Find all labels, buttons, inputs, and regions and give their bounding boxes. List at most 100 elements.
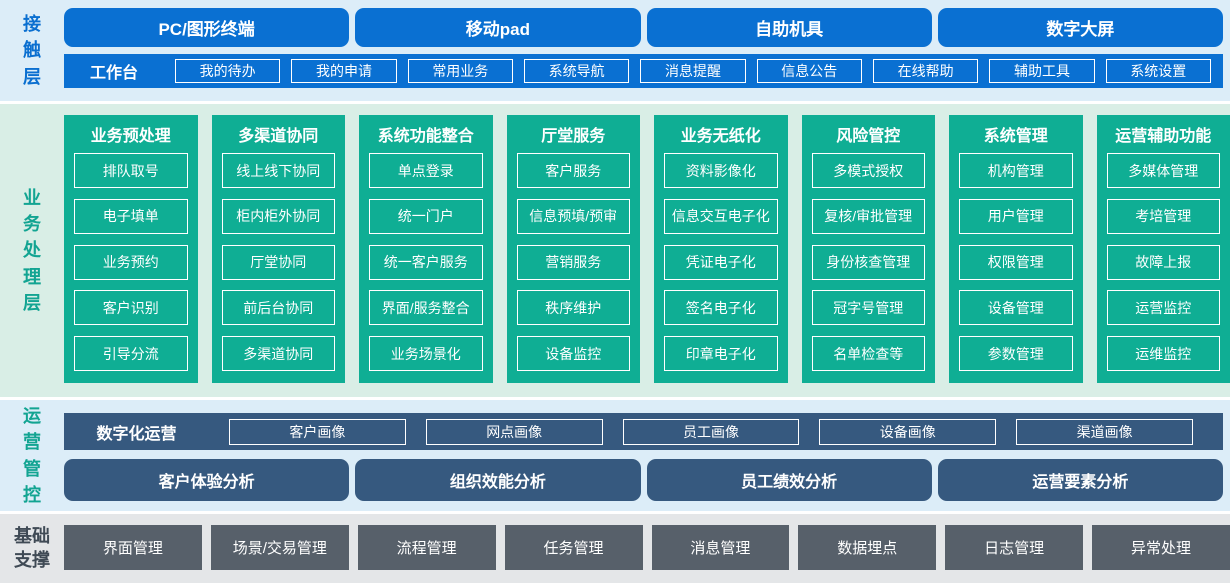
workbench-item-common-business: 常用业务 xyxy=(407,59,513,83)
business-item: 信息交互电子化 xyxy=(664,198,778,234)
foundation-process-management: 流程管理 xyxy=(357,525,496,570)
foundation-layer-label: 基础支撑 xyxy=(14,526,50,570)
column-title: 业务无纸化 xyxy=(680,128,761,145)
channel-self-service: 自助机具 xyxy=(646,8,932,47)
column-multichannel-collab: 多渠道协同 线上线下协同 柜内柜外协同 厅堂协同 前后台协同 多渠道协同 xyxy=(211,115,345,383)
business-item: 引导分流 xyxy=(74,336,188,371)
foundation-message-management: 消息管理 xyxy=(651,525,790,570)
business-item: 多渠道协同 xyxy=(221,336,335,371)
business-item: 界面/服务整合 xyxy=(369,290,483,326)
business-item: 设备管理 xyxy=(959,290,1073,326)
workbench-label: 工作台 xyxy=(89,65,138,82)
column-title: 厅堂服务 xyxy=(541,128,606,145)
foundation-ui-management: 界面管理 xyxy=(64,525,202,570)
analysis-org-efficiency: 组织效能分析 xyxy=(355,459,641,501)
workbench-item-applications: 我的申请 xyxy=(291,59,397,83)
business-layer-label-area: 业务处理层 xyxy=(0,104,64,397)
column-title: 系统管理 xyxy=(983,128,1048,145)
workbench-bar: 工作台 我的待办 我的申请 常用业务 系统导航 消息提醒 信息公告 在线帮助 辅… xyxy=(64,54,1223,88)
business-item: 凭证电子化 xyxy=(664,244,778,280)
channels-row: PC/图形终端 移动pad 自助机具 数字大屏 xyxy=(64,8,1223,47)
business-item: 机构管理 xyxy=(959,153,1073,188)
workbench-item-todo: 我的待办 xyxy=(175,59,281,83)
column-system-integration: 系统功能整合 单点登录 统一门户 统一客户服务 界面/服务整合 业务场景化 xyxy=(359,115,493,383)
business-item: 业务场景化 xyxy=(369,336,483,371)
column-title: 运营辅助功能 xyxy=(1115,128,1212,145)
business-item: 多媒体管理 xyxy=(1106,153,1220,188)
business-item: 厅堂协同 xyxy=(221,244,335,280)
analysis-ops-elements: 运营要素分析 xyxy=(937,459,1223,501)
business-item: 统一门户 xyxy=(369,198,483,234)
business-columns: 业务预处理 排队取号 电子填单 业务预约 客户识别 引导分流 多渠道协同 线上线… xyxy=(64,104,1230,397)
business-item: 客户服务 xyxy=(516,153,630,188)
business-item: 签名电子化 xyxy=(664,290,778,326)
portrait-employee: 员工画像 xyxy=(622,418,800,445)
column-system-management: 系统管理 机构管理 用户管理 权限管理 设备管理 参数管理 xyxy=(949,115,1083,383)
contact-layer: 接触层 PC/图形终端 移动pad 自助机具 数字大屏 工作台 我的待办 我的申… xyxy=(0,0,1230,101)
business-item: 多模式授权 xyxy=(811,153,925,188)
business-item: 权限管理 xyxy=(959,244,1073,280)
business-item: 运维监控 xyxy=(1106,336,1220,371)
ops-layer-label: 运营管控 xyxy=(22,406,41,505)
column-title: 系统功能整合 xyxy=(377,128,474,145)
contact-layer-content: PC/图形终端 移动pad 自助机具 数字大屏 工作台 我的待办 我的申请 常用… xyxy=(64,0,1230,101)
column-risk-control: 风险管控 多模式授权 复核/审批管理 身份核查管理 冠字号管理 名单检查等 xyxy=(801,115,935,383)
business-item: 业务预约 xyxy=(74,244,188,280)
business-item: 用户管理 xyxy=(959,198,1073,234)
workbench-item-online-help: 在线帮助 xyxy=(872,59,979,83)
business-item: 柜内柜外协同 xyxy=(221,198,335,234)
analysis-customer-experience: 客户体验分析 xyxy=(64,459,350,501)
column-title: 风险管控 xyxy=(836,128,901,145)
foundation-task-management: 任务管理 xyxy=(504,525,643,570)
operations-control-layer: 运营管控 数字化运营 客户画像 网点画像 员工画像 设备画像 渠道画像 客户体验… xyxy=(0,400,1230,511)
business-processing-layer: 业务处理层 业务预处理 排队取号 电子填单 业务预约 客户识别 引导分流 多渠道… xyxy=(0,104,1230,397)
workbench-item-announcements: 信息公告 xyxy=(756,59,862,83)
column-title: 多渠道协同 xyxy=(238,128,319,145)
portrait-channel: 渠道画像 xyxy=(1016,418,1193,445)
business-item: 营销服务 xyxy=(516,244,630,280)
business-item: 前后台协同 xyxy=(221,290,335,326)
column-title: 业务预处理 xyxy=(90,128,171,145)
portrait-customer: 客户画像 xyxy=(229,418,406,445)
column-lobby-services: 厅堂服务 客户服务 信息预填/预审 营销服务 秩序维护 设备监控 xyxy=(506,115,640,383)
workbench-item-aux-tools: 辅助工具 xyxy=(989,59,1095,83)
channel-digital-screen: 数字大屏 xyxy=(937,8,1223,47)
business-item: 设备监控 xyxy=(516,336,630,371)
channel-pc-terminal: PC/图形终端 xyxy=(64,8,350,47)
business-item: 复核/审批管理 xyxy=(811,198,925,234)
analysis-row: 客户体验分析 组织效能分析 员工绩效分析 运营要素分析 xyxy=(64,459,1223,501)
foundation-row: 界面管理 场景/交易管理 流程管理 任务管理 消息管理 数据埋点 日志管理 异常… xyxy=(64,525,1230,570)
foundation-layer-label-area: 基础支撑 xyxy=(0,514,64,583)
foundation-scene-transaction: 场景/交易管理 xyxy=(210,525,349,570)
digital-operations-label: 数字化运营 xyxy=(96,425,177,443)
business-item: 名单检查等 xyxy=(811,336,925,371)
contact-layer-label: 接触层 xyxy=(22,14,41,87)
contact-layer-label-area: 接触层 xyxy=(0,0,64,101)
ops-layer-content: 数字化运营 客户画像 网点画像 员工画像 设备画像 渠道画像 客户体验分析 组织… xyxy=(64,400,1230,511)
foundation-support-layer: 基础支撑 界面管理 场景/交易管理 流程管理 任务管理 消息管理 数据埋点 日志… xyxy=(0,514,1230,583)
workbench-item-system-settings: 系统设置 xyxy=(1105,59,1211,83)
business-item: 资料影像化 xyxy=(664,153,778,188)
business-item: 电子填单 xyxy=(74,198,188,234)
portrait-branch: 网点画像 xyxy=(425,418,603,445)
business-item: 客户识别 xyxy=(74,290,188,326)
column-paperless-business: 业务无纸化 资料影像化 信息交互电子化 凭证电子化 签名电子化 印章电子化 xyxy=(654,115,788,383)
workbench-item-system-nav: 系统导航 xyxy=(523,59,630,83)
business-item: 线上线下协同 xyxy=(221,153,335,188)
business-item: 单点登录 xyxy=(369,153,483,188)
foundation-data-tracking: 数据埋点 xyxy=(798,525,937,570)
business-item: 身份核查管理 xyxy=(811,244,925,280)
ops-layer-label-area: 运营管控 xyxy=(0,400,64,511)
business-item: 统一客户服务 xyxy=(369,244,483,280)
column-ops-auxiliary: 运营辅助功能 多媒体管理 考培管理 故障上报 运营监控 运维监控 xyxy=(1096,115,1230,383)
foundation-log-management: 日志管理 xyxy=(945,525,1084,570)
business-item: 印章电子化 xyxy=(664,336,778,371)
business-item: 信息预填/预审 xyxy=(516,198,630,234)
business-item: 故障上报 xyxy=(1106,244,1220,280)
workbench-item-message-alerts: 消息提醒 xyxy=(640,59,746,83)
business-item: 秩序维护 xyxy=(516,290,630,326)
business-item: 运营监控 xyxy=(1106,290,1220,326)
digital-operations-bar: 数字化运营 客户画像 网点画像 员工画像 设备画像 渠道画像 xyxy=(64,413,1223,450)
portrait-device: 设备画像 xyxy=(819,418,997,445)
